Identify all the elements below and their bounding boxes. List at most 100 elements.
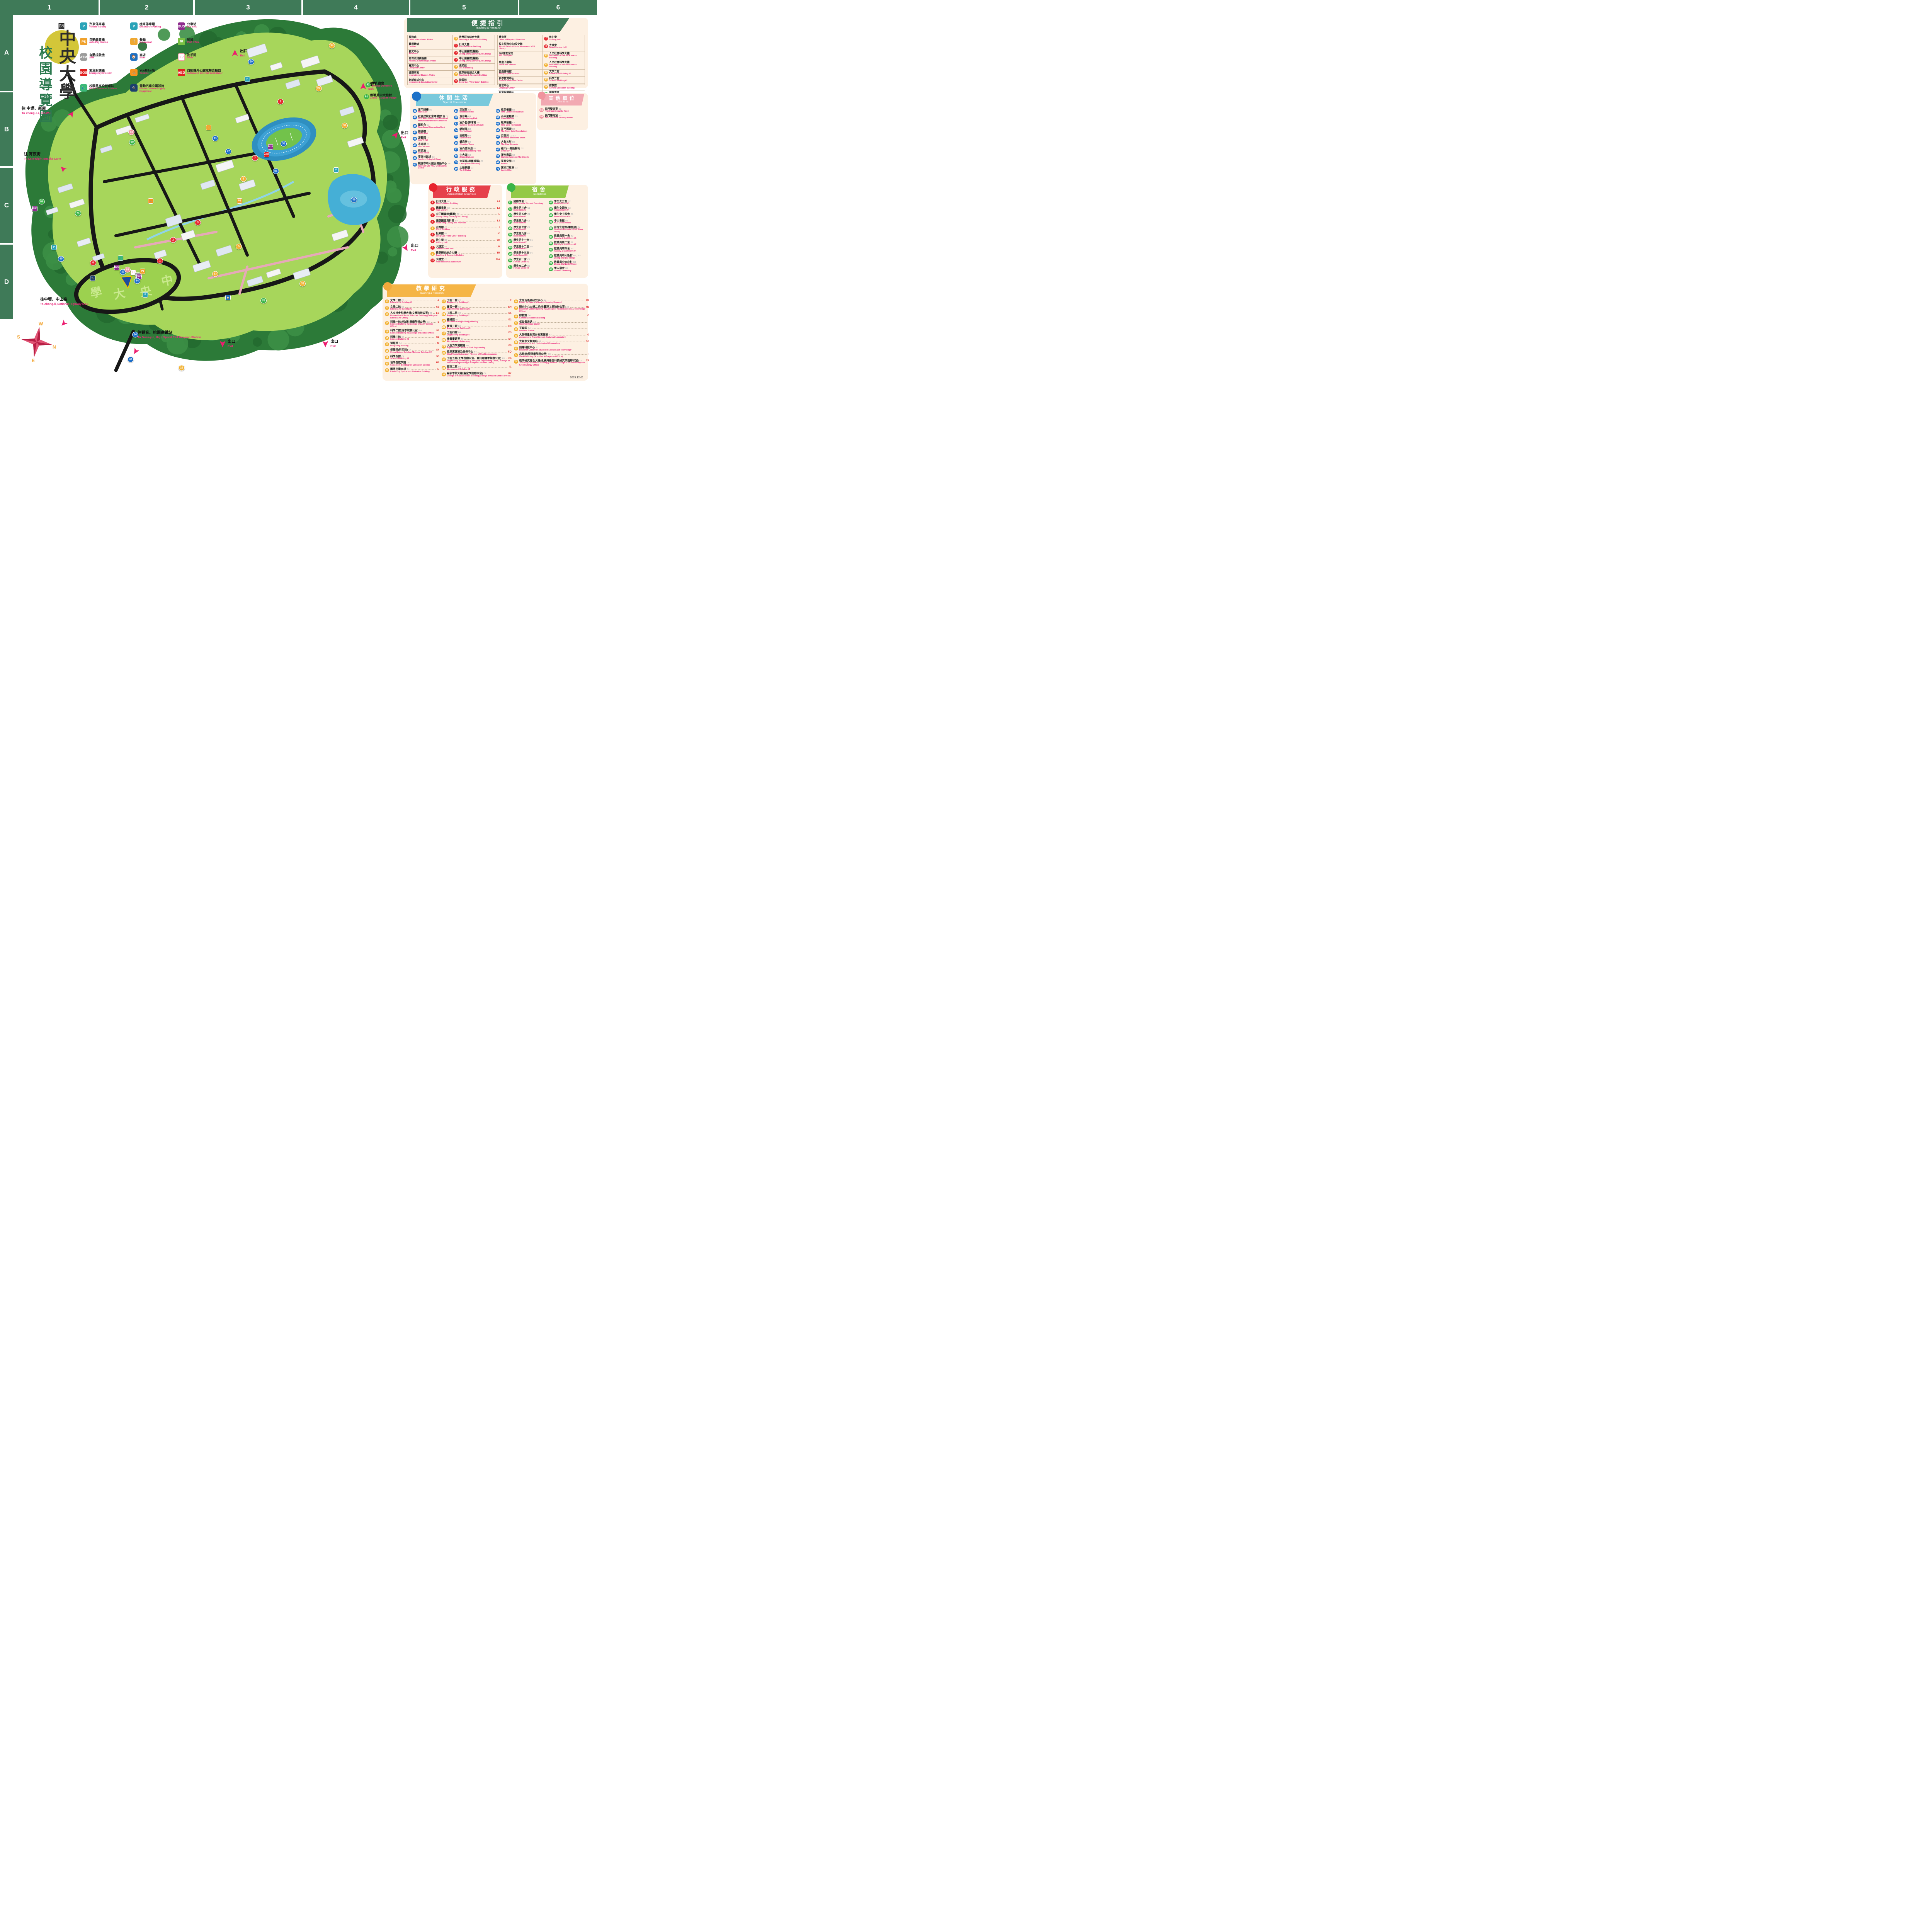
map-marker-47: 47 [225, 148, 231, 155]
item-en: Yi-Reng Hall [436, 241, 447, 244]
service-en: Language Center [499, 87, 515, 89]
destination-zh: 依仁堂 [549, 36, 557, 39]
item-abbr: E [510, 299, 512, 302]
item-number: 58 [454, 154, 459, 158]
item-grid-code: D4 [530, 245, 533, 248]
item-grid-code: C3 [579, 359, 582, 362]
item-grid-code: B2 [527, 265, 530, 267]
item-grid-code: B4 [468, 128, 471, 131]
item-en: Female Dorm #3 [554, 203, 570, 205]
item-number: 24 [441, 312, 446, 317]
item-en: Research Center for Advanced Science and… [519, 349, 571, 351]
item-zh: 教學研究綜合大樓(永續與綠能科技研究學院辦公室) [519, 359, 579, 362]
leader-dots [462, 313, 507, 314]
item-abbr: L2 [497, 206, 500, 209]
service-zh: 107電影空間 [499, 52, 514, 55]
grid-row-letter: D [4, 278, 9, 286]
item-zh: 室外籃/排球場 [459, 121, 476, 124]
item-abbr: L [498, 213, 500, 216]
item-en: Research Center Building #2(College of H… [519, 308, 585, 313]
item-number: 81 [508, 265, 512, 269]
e-scooter-icon: 🛴 [118, 255, 123, 261]
item-zh: 百花川 [501, 134, 509, 137]
map-marker-3: 3 [195, 220, 201, 226]
item-grid-code: D2 [512, 128, 515, 131]
title-map-name: 校園導覽圖 [37, 46, 53, 125]
item-number: 93 [539, 108, 544, 112]
item-zh: 大講堂 [436, 245, 444, 248]
item-grid-code: D3 [455, 220, 458, 223]
item-number: 23 [441, 306, 446, 310]
map-marker-27: 27 [316, 85, 322, 92]
destination-number: 8 [544, 44, 548, 49]
item-zh: 工程一館 [447, 299, 457, 302]
item-zh: 正門圓環 [501, 128, 512, 131]
service-en: Office of Academic Affairs [409, 38, 433, 41]
item-en: Female Dorm #4 [554, 209, 570, 212]
item-zh: 前門警衛室 [545, 108, 558, 111]
item-en: Main Gate [418, 111, 428, 114]
map-marker-58: 58 [351, 197, 357, 203]
destination-number: 13 [544, 53, 548, 58]
service-en: Black Box Theater [499, 63, 516, 66]
item-zh: 學生男十二舍 [514, 245, 529, 248]
destination-en: Zhong-Zheng Library (Old Library) [459, 60, 491, 63]
item-number: 47 [413, 143, 417, 148]
item-number: 86 [549, 226, 553, 230]
item-zh: 國際學舍 [514, 200, 524, 203]
callout-number: 92 [366, 82, 371, 87]
item-zh: 松果餐廳 [501, 121, 512, 124]
item-number: 44 [413, 124, 417, 128]
service-en: International Student Affairs [409, 74, 435, 77]
item-number: 46 [413, 137, 417, 141]
destination-number: 12 [544, 71, 548, 75]
front-gate-oval: 學 大 央 中 [74, 258, 181, 314]
item-grid-code: C2 [458, 306, 461, 308]
ev-charging-icon: 🔌 [130, 84, 138, 92]
item-grid-code: B3 [512, 109, 515, 111]
callout-zh: 學人宿舍 [372, 82, 384, 85]
item-en: NCU Reestablishment Memorial Monument/Pa… [418, 117, 448, 122]
service-zh: 體育室 [499, 36, 507, 39]
item-grid-code: C2 [427, 150, 430, 152]
item-number: 92 [549, 267, 553, 272]
compass-rose: W N E S [17, 321, 56, 363]
item-zh: 研究生宿舍(曦望居) [554, 226, 577, 229]
item-grid-code: A4 [538, 340, 541, 343]
item-number: 28 [441, 338, 446, 342]
grid-col-label: 5 [410, 0, 518, 15]
item-grid-code: C1 [527, 213, 530, 216]
leader-dots [433, 313, 435, 314]
item-en: College of Hakka Studies Building (Colle… [447, 374, 510, 377]
legend-en: YouBike [139, 72, 149, 75]
item-zh: 學生男十一舍 [514, 239, 529, 242]
